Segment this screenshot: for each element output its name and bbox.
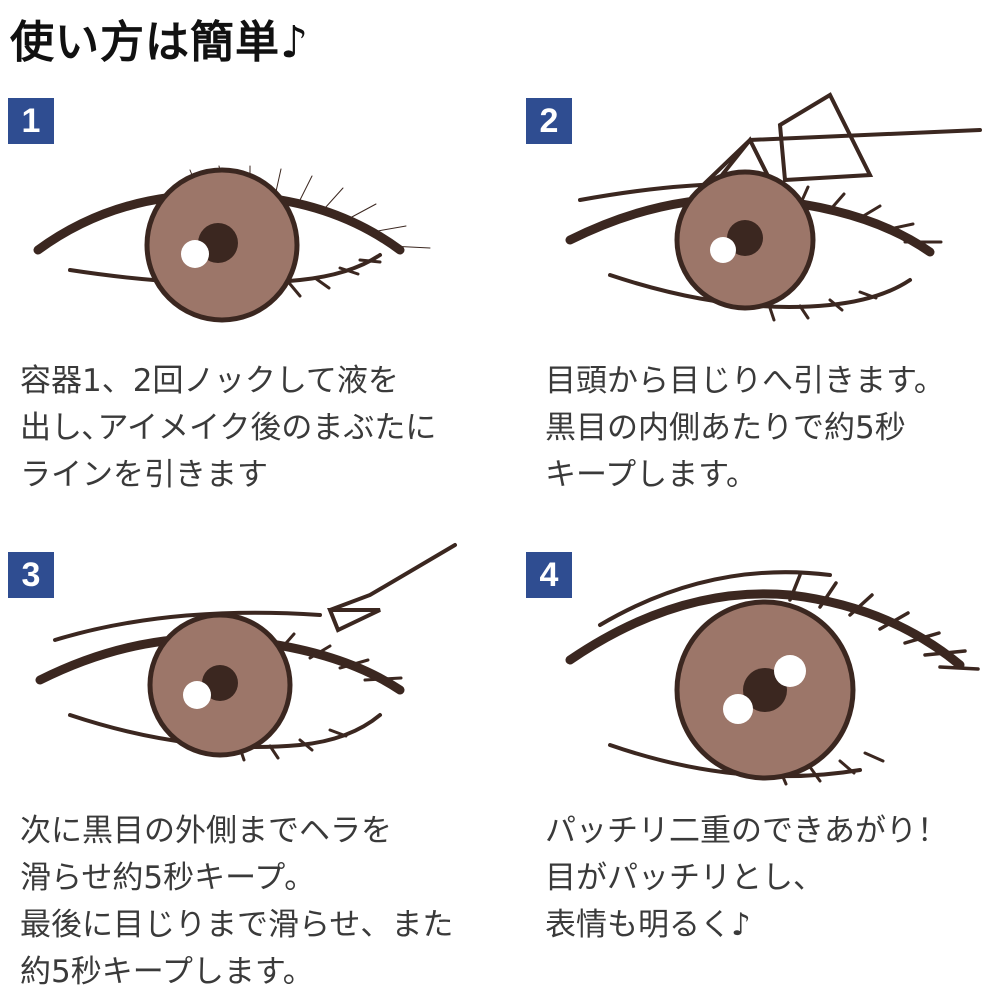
step-4-eye-illustration: [565, 570, 980, 786]
step-4-description: パッチリ二重のできあがり！ 目がパッチリとし、 表情も明るく♪: [545, 813, 948, 943]
page-title: 使い方は簡単♪: [10, 17, 310, 68]
step-3-badge: 3: [8, 552, 54, 598]
step-2-eye-illustration: [565, 92, 982, 322]
step-3-eye-illustration: [35, 543, 457, 762]
step-3-description: 次に黒目の外側までヘラを 滑らせ約5秒キープ。 最後に目じりまで滑らせ、また 約…: [20, 813, 454, 990]
step-1-badge: 1: [8, 98, 54, 144]
step-4-badge: 4: [526, 552, 572, 598]
step-1-eye-illustration: [33, 165, 431, 323]
step-2-description: 目頭から目じりへ引きます。 黒目の内側あたりで約5秒 キープします。: [545, 363, 945, 493]
step-1-description: 容器1、2回ノックして液を 出し､アイメイク後のまぶたに ラインを引きます: [20, 363, 437, 493]
step-2-badge: 2: [526, 98, 572, 144]
